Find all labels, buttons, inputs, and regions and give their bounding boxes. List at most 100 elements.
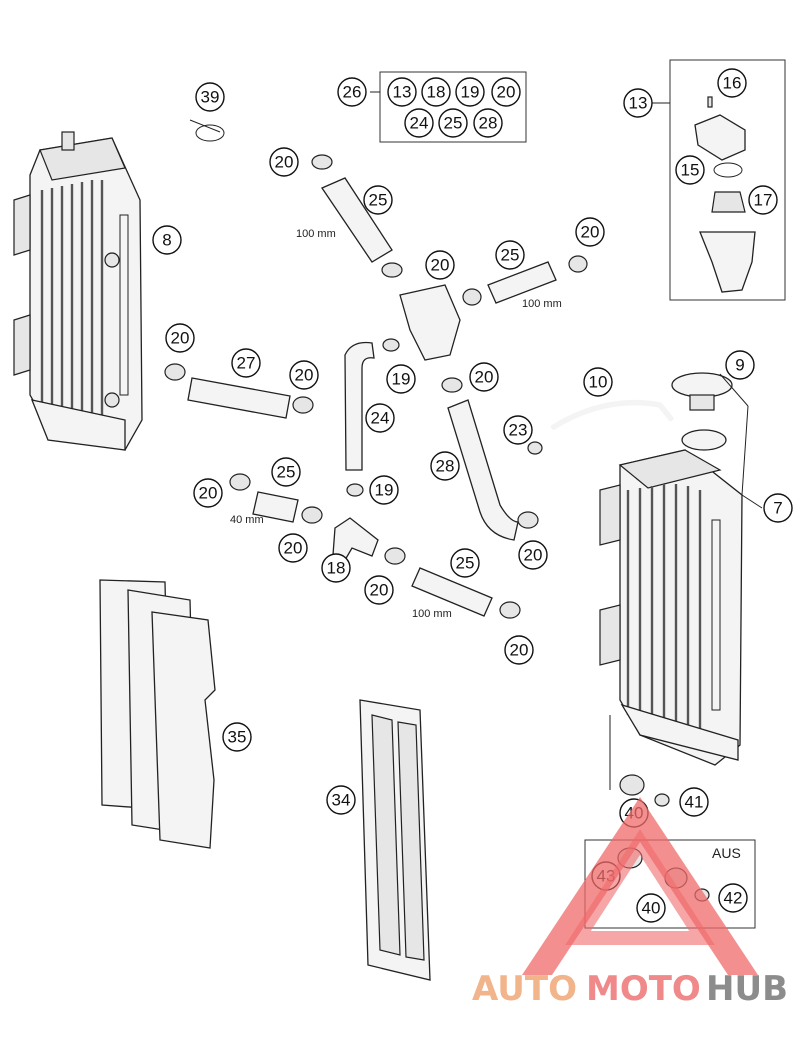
callout-17: 17: [748, 185, 778, 215]
callout-25-c: 25: [271, 457, 301, 487]
watermark-auto: AUTO: [472, 969, 577, 1009]
svg-text:20: 20: [431, 256, 450, 275]
callout-16: 16: [717, 68, 747, 98]
callout-42: 42: [718, 883, 748, 913]
svg-text:8: 8: [162, 231, 171, 250]
svg-text:13: 13: [393, 83, 412, 102]
svg-text:25: 25: [369, 191, 388, 210]
callout-26-25: 25: [438, 108, 468, 138]
svg-text:10: 10: [589, 373, 608, 392]
svg-text:20: 20: [524, 546, 543, 565]
svg-text:20: 20: [171, 329, 190, 348]
hoses: [164, 154, 675, 619]
callout-20-d: 20: [165, 323, 195, 353]
callout-35: 35: [222, 722, 252, 752]
callout-19-b: 19: [369, 475, 399, 505]
callout-34: 34: [326, 785, 356, 815]
svg-text:20: 20: [497, 83, 516, 102]
group-box-26: [379, 71, 527, 143]
svg-text:25: 25: [501, 246, 520, 265]
svg-text:19: 19: [392, 370, 411, 389]
radiator-guard-35: [99, 579, 216, 849]
watermark-moto: MOTO: [586, 969, 701, 1009]
svg-text:20: 20: [199, 484, 218, 503]
callout-15: 15: [675, 155, 705, 185]
svg-text:28: 28: [436, 457, 455, 476]
radiator-guard-34: [359, 699, 431, 981]
svg-text:42: 42: [724, 889, 743, 908]
svg-text:39: 39: [201, 88, 220, 107]
svg-text:15: 15: [681, 161, 700, 180]
svg-text:19: 19: [461, 83, 480, 102]
callout-40-b: 40: [636, 893, 666, 923]
callout-18: 18: [321, 553, 351, 583]
svg-text:17: 17: [754, 191, 773, 210]
svg-text:28: 28: [479, 114, 498, 133]
callout-39: 39: [195, 82, 225, 112]
callout-25-b: 25: [495, 240, 525, 270]
callout-20-e: 20: [289, 360, 319, 390]
svg-text:18: 18: [427, 83, 446, 102]
left-radiator: [13, 131, 143, 451]
leader-lines: [370, 91, 763, 509]
svg-text:24: 24: [371, 409, 390, 428]
callout-9: 9: [725, 350, 755, 380]
dim-hose-bottom: 100 mm: [412, 608, 452, 620]
callout-20-j: 20: [518, 540, 548, 570]
svg-text:18: 18: [327, 559, 346, 578]
svg-text:20: 20: [275, 153, 294, 172]
svg-text:24: 24: [410, 114, 429, 133]
callout-26-24: 24: [404, 108, 434, 138]
callout-25-a: 25: [363, 185, 393, 215]
svg-text:20: 20: [510, 641, 529, 660]
dim-hose-top: 100 mm: [296, 228, 336, 240]
callout-26-18: 18: [421, 77, 451, 107]
callout-20-f: 20: [469, 362, 499, 392]
right-radiator: [599, 449, 743, 790]
callout-20-a: 20: [269, 147, 299, 177]
thermostat-housing: [694, 96, 756, 293]
callout-20-b: 20: [425, 250, 455, 280]
callout-20-h: 20: [278, 533, 308, 563]
svg-text:40: 40: [642, 899, 661, 918]
svg-text:25: 25: [444, 114, 463, 133]
svg-text:7: 7: [773, 499, 782, 518]
callout-20-g: 20: [193, 478, 223, 508]
callout-20-i: 20: [364, 575, 394, 605]
dim-hose-short: 40 mm: [230, 514, 264, 526]
svg-text:25: 25: [277, 463, 296, 482]
dim-hose-right: 100 mm: [522, 298, 562, 310]
svg-text:23: 23: [509, 421, 528, 440]
watermark-logo: AUTO MOTO HUB: [472, 797, 788, 1009]
callout-19-a: 19: [386, 364, 416, 394]
svg-text:25: 25: [456, 554, 475, 573]
svg-text:26: 26: [343, 83, 362, 102]
callout-8: 8: [152, 225, 182, 255]
svg-text:34: 34: [332, 791, 351, 810]
callout-26-19: 19: [455, 77, 485, 107]
callout-20-k: 20: [504, 635, 534, 665]
callout-10: 10: [583, 367, 613, 397]
callout-26: 26: [337, 77, 367, 107]
svg-text:13: 13: [629, 94, 648, 113]
callout-28: 28: [430, 451, 460, 481]
cable-tie: [189, 119, 225, 142]
svg-text:41: 41: [685, 793, 704, 812]
callout-26-20: 20: [491, 77, 521, 107]
svg-text:35: 35: [228, 728, 247, 747]
aus-label: AUS: [712, 845, 741, 861]
callout-13: 13: [623, 88, 653, 118]
callouts: 39 8 26 13 18 19 20 24 25 28 13 16 15 17…: [152, 68, 793, 923]
watermark-hub: HUB: [706, 969, 788, 1009]
svg-text:20: 20: [370, 581, 389, 600]
radiator-cap: [671, 372, 733, 451]
svg-text:27: 27: [237, 354, 256, 373]
callout-41: 41: [679, 787, 709, 817]
svg-text:16: 16: [723, 74, 742, 93]
svg-text:9: 9: [735, 356, 744, 375]
callout-27: 27: [231, 348, 261, 378]
svg-text:20: 20: [581, 223, 600, 242]
svg-text:20: 20: [475, 368, 494, 387]
callout-24: 24: [365, 403, 395, 433]
